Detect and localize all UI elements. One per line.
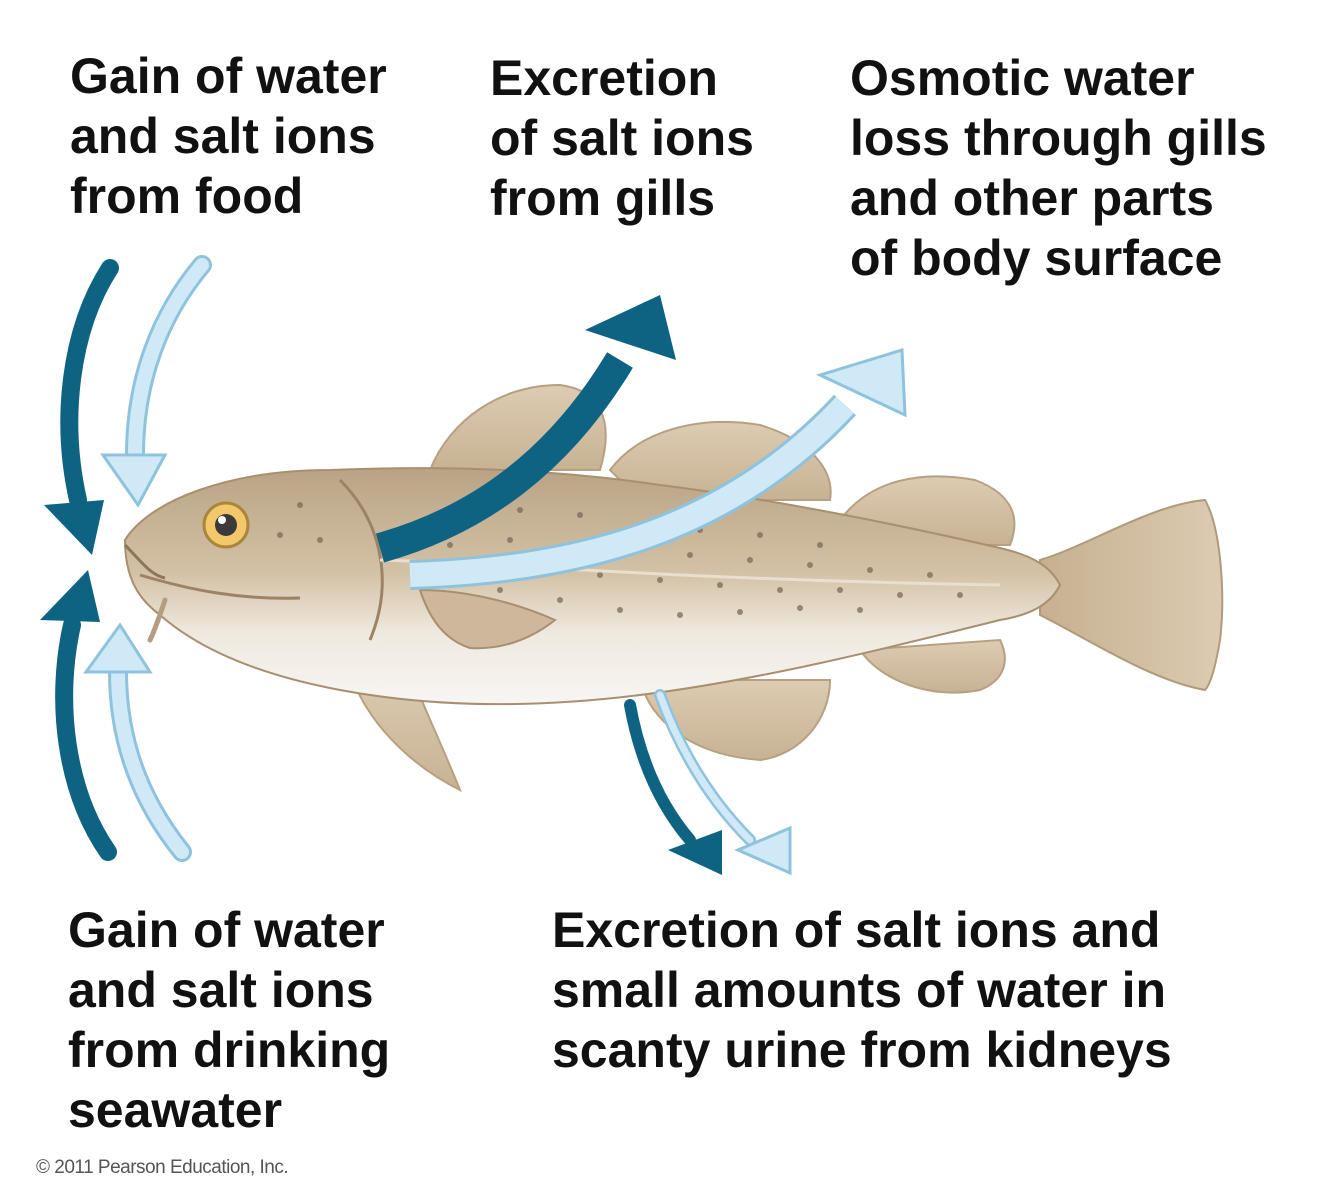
chin-barbel (147, 597, 168, 643)
osmotic-water-arrow (409, 348, 907, 590)
gill-salt-arrow (375, 295, 676, 563)
food-water-arrow (100, 255, 212, 508)
mouth (123, 543, 166, 580)
pectoral-fin (418, 588, 557, 650)
anal-fin-2 (858, 638, 1006, 694)
anal-fin-1 (638, 679, 832, 762)
jaw-line (139, 573, 301, 600)
label-osmotic-loss: Osmotic water loss through gills and oth… (850, 50, 1267, 286)
gill-cover (338, 478, 384, 641)
drink-water-arrow (83, 622, 192, 862)
copyright-notice: © 2011 Pearson Education, Inc. (36, 1157, 289, 1178)
label-kidney-excretion: Excretion of salt ions and small amounts… (552, 902, 1172, 1078)
food-salt-arrow (44, 259, 119, 555)
eye-pupil (215, 514, 237, 536)
urine-water-arrow (654, 689, 792, 876)
fish-body (123, 467, 1062, 706)
label-food-gain: Gain of water and salt ions from food (70, 48, 387, 224)
drink-salt-arrow (40, 570, 117, 861)
eye-highlight (218, 516, 226, 524)
tail-fin (1039, 498, 1224, 692)
label-gill-excretion: Excretion of salt ions from gills (490, 50, 754, 226)
urine-salt-arrow (624, 699, 722, 875)
label-drinking-gain: Gain of water and salt ions from drinkin… (68, 902, 391, 1138)
